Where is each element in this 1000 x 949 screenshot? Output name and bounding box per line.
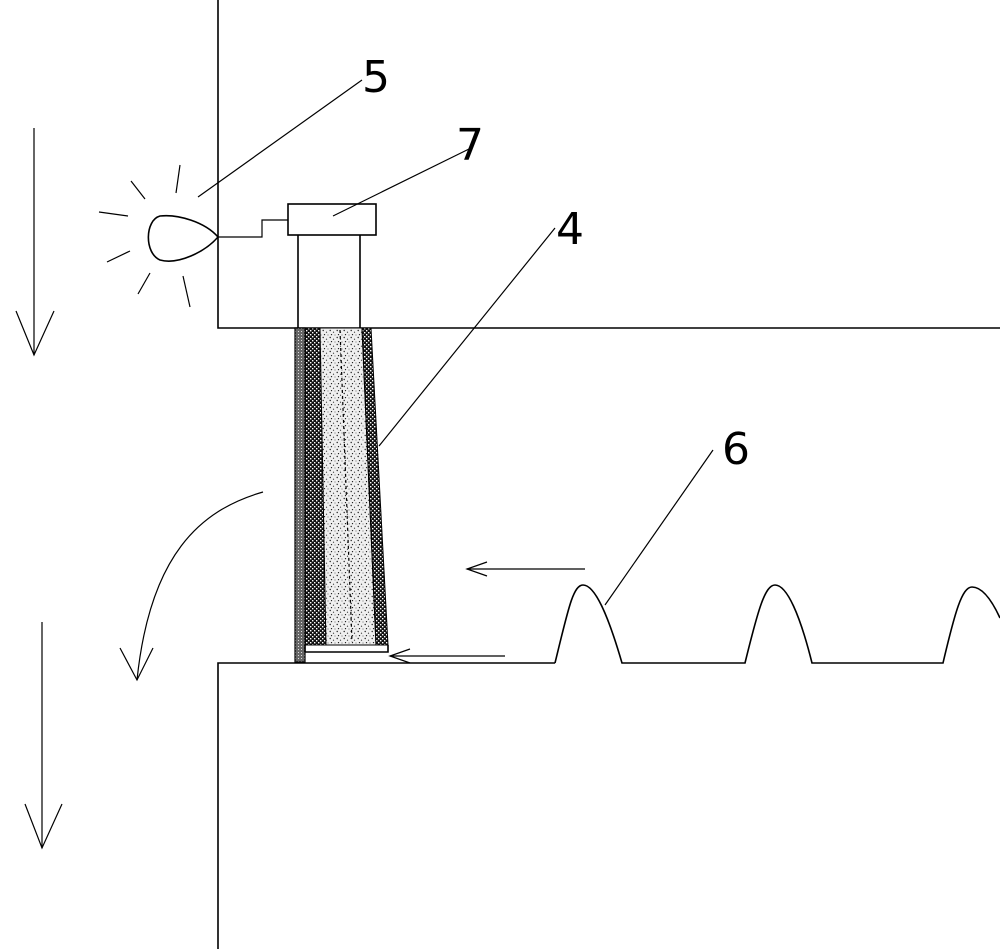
leader-7 — [332, 148, 470, 217]
connection-wire — [218, 219, 288, 238]
structure — [217, 0, 1000, 949]
label-6: 6 — [722, 424, 750, 475]
ray — [106, 250, 131, 263]
lower-wall-outline — [217, 662, 555, 949]
label-4: 4 — [556, 204, 584, 255]
leader-6 — [604, 449, 714, 606]
arrow-down-upper — [15, 128, 55, 357]
component-7-cap — [287, 203, 377, 236]
upper-wall-outline — [217, 0, 1000, 329]
component-4 — [294, 327, 389, 663]
ray — [137, 272, 151, 295]
leader-4 — [378, 227, 556, 447]
label-5: 5 — [362, 52, 390, 103]
leader-5 — [197, 79, 363, 198]
ray — [98, 211, 129, 217]
arrow-left-bottom — [388, 648, 505, 664]
label-7: 7 — [456, 120, 484, 171]
ray — [130, 180, 146, 200]
component-7-housing — [297, 235, 361, 328]
component-7 — [287, 203, 377, 328]
layer-outer-strip — [294, 327, 306, 663]
ray — [182, 275, 191, 308]
leader-lines — [197, 79, 714, 606]
arrows — [15, 128, 585, 850]
arrow-down-lower — [24, 622, 63, 850]
component-4-base — [304, 645, 389, 653]
core-grain-line — [339, 329, 353, 643]
lamp-bulb — [147, 214, 220, 262]
arrow-curved — [119, 491, 264, 682]
wave-ridges-6 — [554, 584, 1000, 664]
ray — [175, 164, 181, 194]
light-source-5 — [98, 164, 220, 308]
arrow-left-middle — [465, 561, 585, 577]
